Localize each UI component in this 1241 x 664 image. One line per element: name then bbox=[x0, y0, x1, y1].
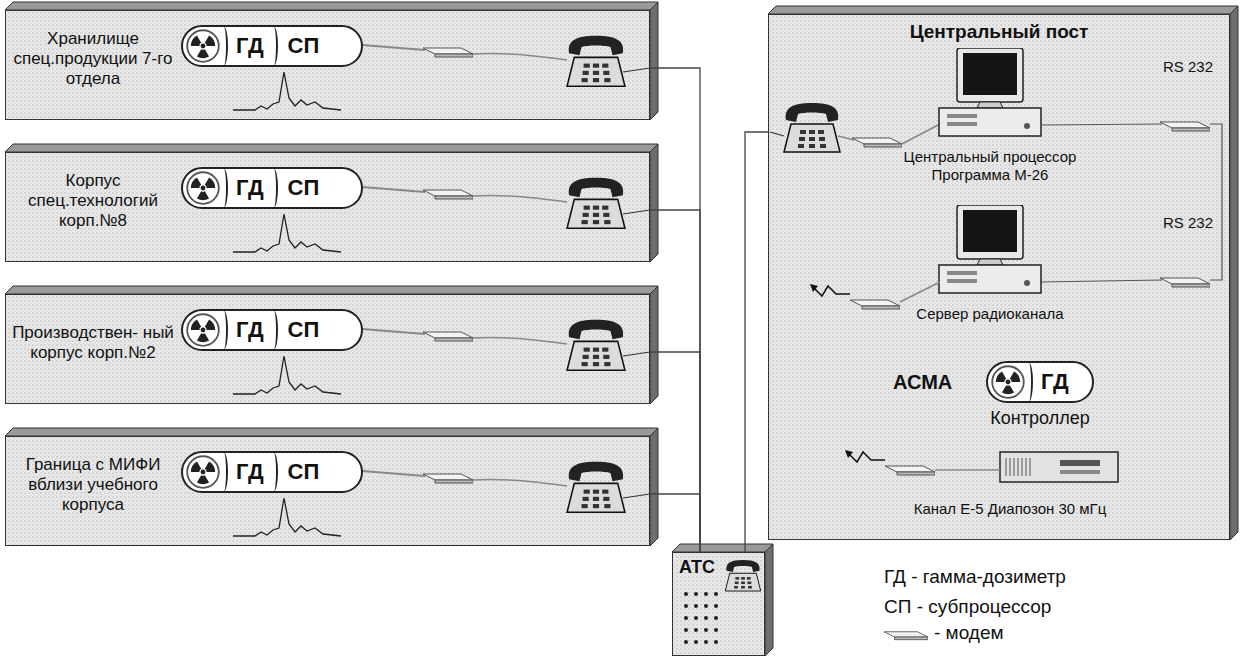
text-area: Хранилище спец.продукции 7-го отдела bbox=[12, 11, 174, 107]
radiation-symbol bbox=[186, 313, 220, 347]
central-post-box: Центральный постГД bbox=[768, 14, 1230, 540]
radiation-symbol bbox=[186, 171, 220, 205]
phone-line bbox=[745, 132, 768, 552]
radiation-symbol bbox=[991, 365, 1025, 399]
detector-label: ГД bbox=[232, 317, 270, 343]
detector-unit: ГД СП bbox=[181, 167, 363, 209]
building-box: Корпус спец.технологий корп.№8 ГД СП bbox=[5, 152, 650, 262]
annotation: Контроллер bbox=[960, 408, 1120, 430]
unit-divider bbox=[220, 311, 228, 349]
subprocessor-label: СП bbox=[284, 459, 326, 485]
exchange-box: АТС bbox=[672, 552, 765, 656]
building-name: Производствен- ный корпус корп.№2 bbox=[12, 323, 174, 363]
text-area: Производствен- ный корпус корп.№2 bbox=[12, 295, 174, 391]
building-name: Корпус спец.технологий корп.№8 bbox=[12, 171, 174, 231]
subprocessor-label: СП bbox=[284, 317, 326, 343]
annotation: АСМА bbox=[893, 370, 973, 394]
detector-unit: ГД СП bbox=[181, 309, 363, 351]
box-heading: Центральный пост bbox=[769, 21, 1229, 43]
legend-text: - модем bbox=[934, 622, 1004, 644]
phone-line bbox=[650, 494, 700, 552]
detector-label: ГД bbox=[232, 459, 270, 485]
unit-divider bbox=[220, 27, 228, 65]
unit-divider bbox=[220, 453, 228, 491]
unit-divider bbox=[220, 169, 228, 207]
unit-divider bbox=[270, 453, 278, 491]
unit-divider bbox=[1025, 363, 1033, 401]
annotation: Центральный процессор Программа М-26 bbox=[890, 148, 1090, 184]
annotation: RS 232 bbox=[1163, 58, 1233, 76]
box-heading: АТС bbox=[679, 557, 715, 578]
building-box: Граница с МИФИ вблизи учебного корпусаГД… bbox=[5, 436, 650, 546]
annotation: Сервер радиоканала bbox=[890, 305, 1090, 323]
legend-modem-icon bbox=[884, 632, 928, 640]
radiation-symbol bbox=[186, 29, 220, 63]
unit-divider bbox=[270, 169, 278, 207]
annotation: RS 232 bbox=[1163, 214, 1233, 232]
building-box: Хранилище спец.продукции 7-го отдела ГД СП bbox=[5, 10, 650, 120]
detector-unit: ГД bbox=[986, 361, 1094, 403]
subprocessor-label: СП bbox=[284, 33, 326, 59]
unit-divider bbox=[270, 311, 278, 349]
detector-unit: ГД СП bbox=[181, 451, 363, 493]
building-box: Производствен- ный корпус корп.№2 ГД СП bbox=[5, 294, 650, 404]
building-name: Хранилище спец.продукции 7-го отдела bbox=[12, 29, 174, 89]
legend-text: ГД - гамма-дозиметр bbox=[884, 566, 1066, 588]
subprocessor-label: СП bbox=[284, 175, 326, 201]
legend-text: СП - субпроцессор bbox=[884, 596, 1051, 618]
annotation: Канал Е-5 Диапозон 30 мГц bbox=[860, 500, 1160, 518]
phone-line bbox=[650, 210, 700, 552]
detector-label: ГД bbox=[1037, 369, 1075, 395]
phone-line bbox=[650, 68, 700, 552]
detector-label: ГД bbox=[232, 33, 270, 59]
building-name: Граница с МИФИ вблизи учебного корпуса bbox=[12, 455, 174, 515]
phone-line bbox=[650, 352, 700, 552]
unit-divider bbox=[270, 27, 278, 65]
text-area: Корпус спец.технологий корп.№8 bbox=[12, 153, 174, 249]
detector-label: ГД bbox=[232, 175, 270, 201]
text-area: Граница с МИФИ вблизи учебного корпуса bbox=[12, 437, 174, 533]
radiation-symbol bbox=[186, 455, 220, 489]
detector-unit: ГД СП bbox=[181, 25, 363, 67]
